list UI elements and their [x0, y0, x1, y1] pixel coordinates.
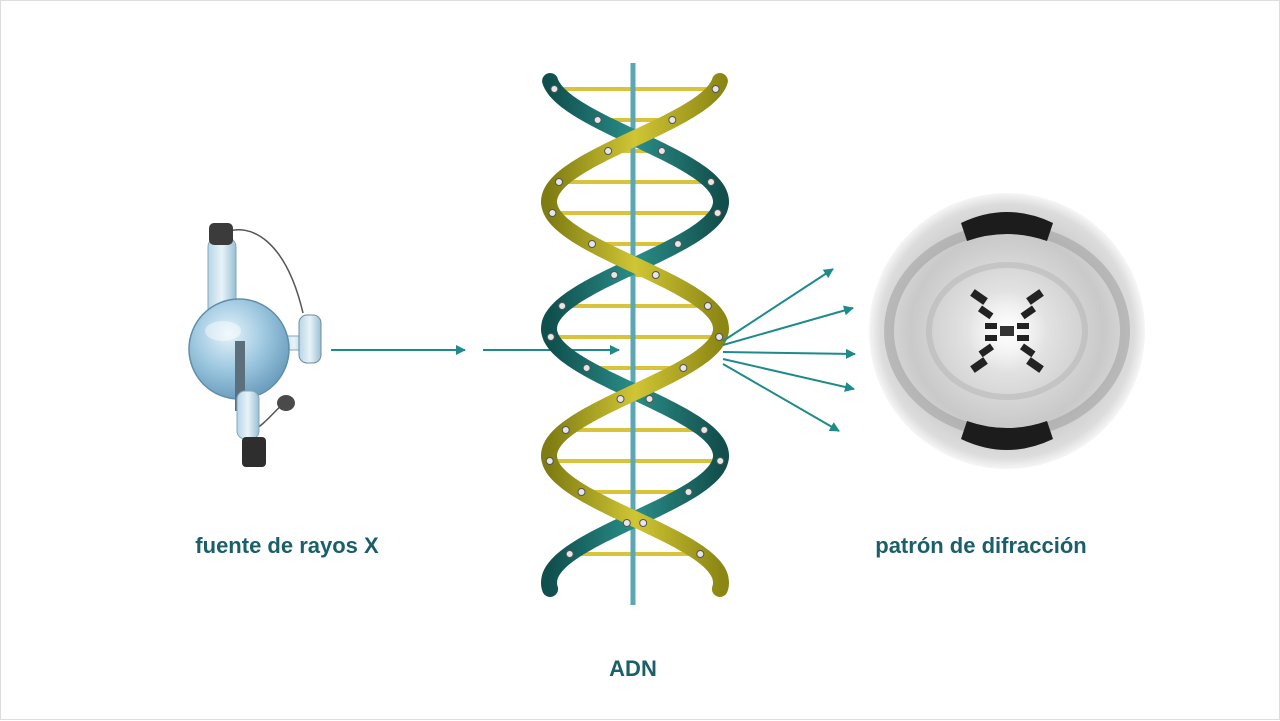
scattered-beam-arrows	[722, 268, 856, 432]
backbone-bead	[673, 240, 682, 248]
backbone-bead	[700, 426, 709, 434]
backbone-beads	[545, 85, 725, 558]
backbone-bead	[558, 302, 567, 310]
backbone-bead	[545, 457, 554, 465]
backbone-bead	[593, 116, 602, 124]
xray-tube-icon	[188, 223, 322, 467]
scattered-arrow-4	[722, 358, 855, 392]
backbone-bead	[577, 488, 586, 496]
backbone-bead	[684, 488, 693, 496]
backbone-bead	[668, 116, 677, 124]
backbone-bead	[713, 209, 722, 217]
backbone-bead	[565, 550, 574, 558]
backbone-bead	[645, 395, 654, 403]
label-xray-source: fuente de rayos X	[195, 533, 379, 558]
backbone-bead	[651, 271, 660, 279]
backbone-bead	[616, 395, 625, 403]
backbone-bead	[610, 271, 619, 279]
backbone-bead	[711, 85, 720, 93]
diffraction-pattern-icon	[869, 193, 1145, 469]
backbone-bead	[604, 147, 613, 155]
backbone-bead	[639, 519, 648, 527]
label-diffraction-pattern: patrón de difracción	[875, 533, 1087, 558]
backbone-bead	[622, 519, 631, 527]
label-dna: ADN	[609, 656, 657, 681]
backbone-bead	[548, 209, 557, 217]
backbone-bead	[657, 147, 666, 155]
backbone-bead	[703, 302, 712, 310]
backbone-bead	[582, 364, 591, 372]
scattered-arrow-3	[722, 348, 856, 359]
scattered-arrow-5	[722, 363, 840, 432]
dna-double-helix-icon	[540, 63, 730, 605]
backbone-bead	[550, 85, 559, 93]
backbone-bead	[546, 333, 555, 341]
backbone-bead	[679, 364, 688, 372]
backbone-bead	[588, 240, 597, 248]
backbone-bead	[554, 178, 563, 186]
backbone-bead	[696, 550, 705, 558]
backbone-bead	[561, 426, 570, 434]
scattered-arrow-1	[722, 268, 834, 342]
scattered-arrow-2	[722, 305, 854, 346]
backbone-bead	[715, 333, 724, 341]
backbone-bead	[716, 457, 725, 465]
backbone-bead	[707, 178, 716, 186]
